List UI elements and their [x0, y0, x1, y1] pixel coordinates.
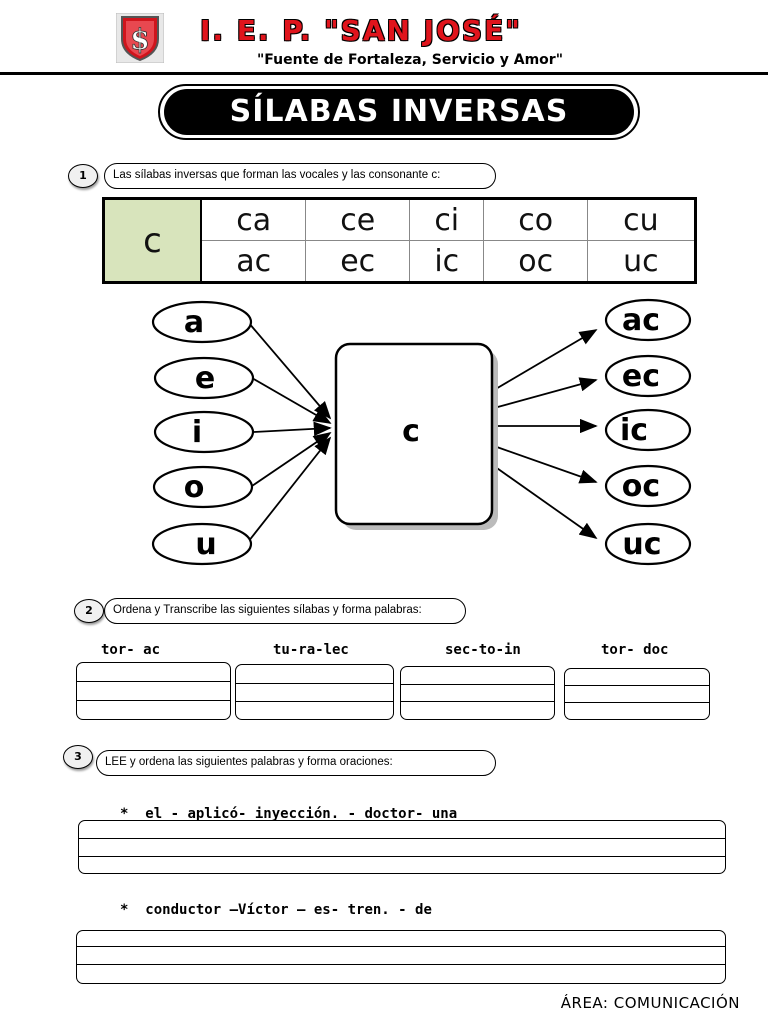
arrow-i: [253, 421, 332, 437]
scrambled-word: tu-ra-lec: [273, 642, 349, 658]
page-title: SÍLABAS INVERSAS: [164, 89, 634, 135]
inverse-syllable: uc: [586, 240, 697, 283]
direct-syllable: ca: [200, 198, 307, 241]
arrow-ec: [493, 377, 598, 409]
result-oval-ac: [604, 298, 692, 342]
exercise-1-instruction: Las sílabas inversas que forman las voca…: [104, 163, 496, 189]
answer-box[interactable]: [564, 668, 710, 720]
vowel-oval-a: [151, 300, 253, 344]
scrambled-word: sec-to-in: [445, 642, 521, 658]
exercise-3-number: 3: [63, 745, 93, 769]
vowel-oval-u: [151, 522, 253, 566]
exercise-3-instruction: LEE y ordena las siguientes palabras y f…: [96, 750, 496, 776]
result-label: oc: [622, 469, 660, 504]
arrow-a: [247, 321, 332, 420]
vowel-label: o: [184, 470, 205, 505]
arrow-uc: [493, 465, 598, 540]
vowel-label: u: [195, 527, 216, 562]
sentence-row: * el - aplicó- inyección. - doctor- una: [120, 806, 457, 822]
exercise-2-number: 2: [74, 599, 104, 623]
sentence-answer-box[interactable]: [78, 820, 726, 874]
scrambled-sentence: conductor –Víctor – es- tren. - de: [145, 902, 432, 918]
inverse-syllable: ec: [305, 240, 410, 283]
vowel-oval-i: [153, 410, 255, 454]
center-consonant: c: [402, 414, 420, 449]
exercise-2-instruction: Ordena y Transcribe las siguientes sílab…: [104, 598, 466, 624]
scrambled-word: tor- ac: [101, 642, 161, 658]
direct-syllable: ce: [305, 198, 410, 241]
arrow-ac: [493, 329, 598, 391]
answer-box[interactable]: [400, 666, 555, 720]
arrow-e: [251, 377, 332, 424]
result-oval-ec: [604, 354, 692, 398]
inverse-syllable: ac: [200, 240, 307, 283]
exercise-1-number: 1: [68, 164, 98, 188]
result-label: ac: [622, 303, 660, 338]
school-logo-icon: $: [115, 12, 165, 64]
answer-box[interactable]: [235, 664, 394, 720]
input-arrows: [247, 321, 332, 543]
result-oval-uc: [604, 522, 692, 566]
inverse-syllable: oc: [483, 240, 588, 283]
result-label: ec: [622, 359, 660, 394]
result-label: ic: [620, 413, 648, 448]
result-oval-ic: [604, 408, 692, 452]
vowel-label: i: [192, 415, 202, 450]
subject-area: ÁREA: COMUNICACIÓN: [560, 994, 740, 1012]
syllable-diagram: c a e i o u ac ec ic oc uc: [151, 298, 692, 566]
bullet-icon: *: [120, 902, 129, 918]
arrow-u: [247, 436, 332, 543]
output-arrows: [493, 329, 598, 540]
vowel-oval-o: [152, 465, 254, 509]
direct-syllable: co: [483, 198, 588, 241]
svg-text:$: $: [130, 23, 149, 56]
school-motto: "Fuente de Fortaleza, Servicio y Amor": [256, 52, 564, 68]
direct-syllable: ci: [408, 198, 485, 241]
vowel-label: a: [184, 305, 204, 340]
result-oval-oc: [604, 464, 692, 508]
inverse-syllable: ic: [408, 240, 485, 283]
center-box: [334, 342, 494, 526]
result-label: uc: [622, 527, 661, 562]
vowel-label: e: [195, 361, 215, 396]
consonant-cell: c: [103, 198, 202, 283]
scrambled-word: tor- doc: [601, 642, 669, 658]
sentence-answer-box[interactable]: [76, 930, 726, 984]
sentence-row: * conductor –Víctor – es- tren. - de: [120, 902, 432, 918]
bullet-icon: *: [120, 806, 129, 822]
arrow-o: [251, 431, 332, 487]
syllable-table: c ca ce ci co cu ac ec ic oc uc: [102, 197, 697, 284]
header-divider: [0, 72, 768, 75]
scrambled-sentence: el - aplicó- inyección. - doctor- una: [145, 806, 458, 822]
school-name: I. E. P. "SAN JOSÉ": [200, 14, 522, 47]
vowel-oval-e: [153, 356, 255, 400]
direct-syllable: cu: [586, 198, 697, 241]
arrow-oc: [493, 445, 598, 484]
answer-box[interactable]: [76, 662, 231, 720]
